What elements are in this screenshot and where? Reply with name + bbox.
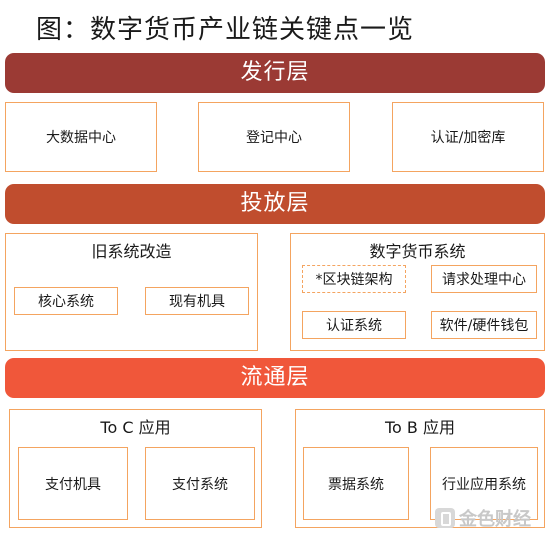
watermark: 金色财经 bbox=[435, 505, 531, 531]
layer-issuance-band: 发行层 bbox=[5, 53, 545, 93]
watermark-logo-icon bbox=[435, 508, 455, 528]
group-legacy-system-title: 旧系统改造 bbox=[91, 242, 172, 261]
node-auth-crypto-lib: 认证/加密库 bbox=[392, 102, 544, 172]
node-wallet: 软件/硬件钱包 bbox=[431, 311, 537, 339]
node-registration-center: 登记中心 bbox=[198, 102, 350, 172]
node-core-system: 核心系统 bbox=[14, 287, 118, 315]
group-to-c-apps-title: To C 应用 bbox=[100, 418, 171, 437]
node-payment-devices: 支付机具 bbox=[18, 447, 128, 520]
watermark-text: 金色财经 bbox=[459, 509, 531, 530]
node-blockchain-architecture: *区块链架构 bbox=[302, 265, 406, 293]
group-to-b-apps-title: To B 应用 bbox=[385, 418, 455, 437]
group-digital-currency-system-title: 数字货币系统 bbox=[369, 242, 466, 261]
layer-distribution-band: 投放层 bbox=[5, 184, 545, 224]
node-request-processing-center: 请求处理中心 bbox=[431, 265, 537, 293]
node-auth-system: 认证系统 bbox=[302, 311, 406, 339]
node-industry-app-system: 行业应用系统 bbox=[430, 447, 538, 520]
node-payment-system: 支付系统 bbox=[145, 447, 255, 520]
layer-circulation-band: 流通层 bbox=[5, 358, 545, 398]
node-big-data-center: 大数据中心 bbox=[5, 102, 157, 172]
page-title: 图：数字货币产业链关键点一览 bbox=[36, 15, 415, 45]
node-existing-devices: 现有机具 bbox=[145, 287, 249, 315]
node-bill-system: 票据系统 bbox=[303, 447, 409, 520]
